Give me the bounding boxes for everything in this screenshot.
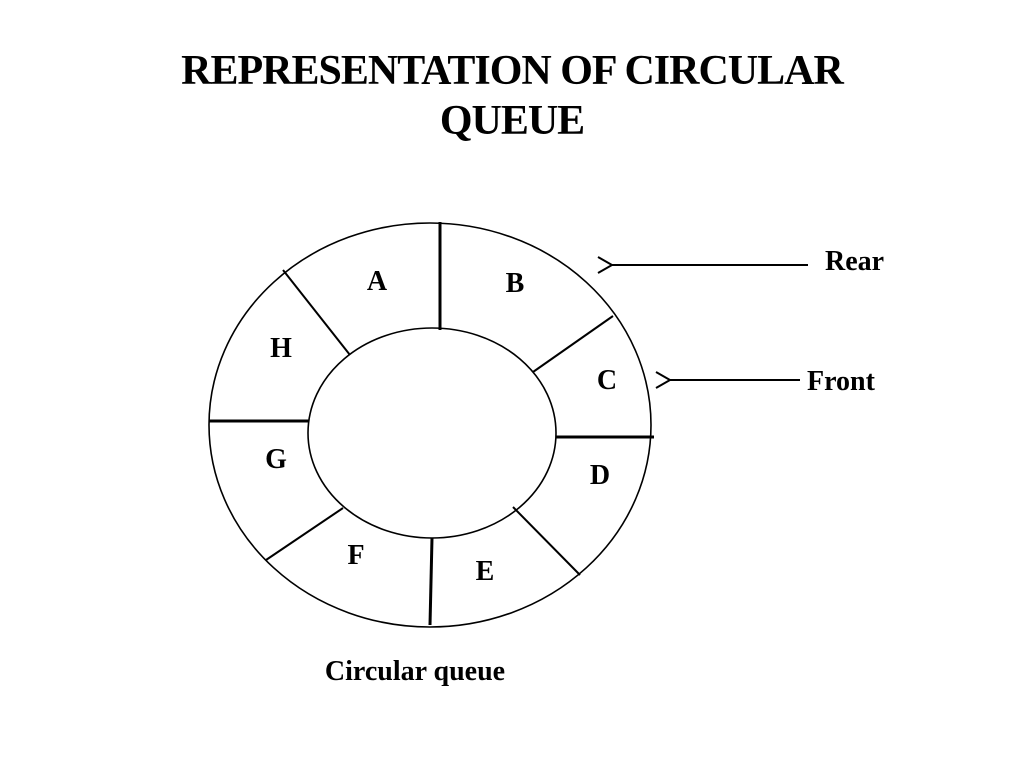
- segment-label-b: B: [506, 268, 525, 299]
- title-line-2: QUEUE: [439, 98, 585, 144]
- divider-b-c: [532, 315, 614, 373]
- outer-ring: [208, 222, 652, 628]
- segment-label-f: F: [347, 540, 364, 571]
- segment-label-g: G: [265, 444, 287, 475]
- diagram-caption: Circular queue: [325, 656, 505, 687]
- segment-label-d: D: [590, 460, 610, 491]
- front-label: Front: [807, 366, 876, 397]
- rear-label: Rear: [825, 246, 884, 277]
- segment-label-a: A: [367, 266, 388, 297]
- divider-d-e: [512, 506, 581, 576]
- inner-circle: [307, 327, 557, 539]
- segment-label-e: E: [476, 556, 495, 587]
- divider-e-f: [428, 537, 434, 626]
- divider-f-g: [265, 507, 344, 561]
- divider-h-a: [282, 269, 351, 356]
- title-line-1: REPRESENTATION OF CIRCULAR: [181, 48, 844, 94]
- segment-label-c: C: [597, 365, 617, 396]
- segment-label-h: H: [270, 333, 292, 364]
- slide-title: REPRESENTATION OF CIRCULAR QUEUE: [0, 46, 1024, 146]
